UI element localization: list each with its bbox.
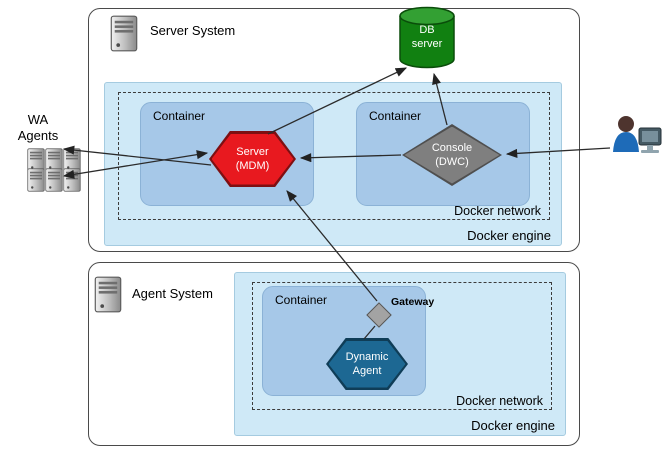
dynamic-agent-hexagon-fill: Dynamic Agent — [328, 340, 406, 388]
server-stack-icon — [27, 168, 45, 192]
mdm-label: Server (MDM) — [235, 145, 270, 172]
docker-network-label: Docker network — [456, 394, 543, 408]
person-at-computer-icon — [613, 116, 662, 153]
mdm-hexagon-fill: Server (MDM) — [211, 133, 294, 185]
dynamic-agent-hexagon: Dynamic Agent — [326, 338, 408, 390]
db-server-label: DB server — [411, 24, 443, 51]
container-label: Container — [153, 109, 206, 123]
dynamic-agent-label: Dynamic Agent — [345, 350, 389, 377]
wa-agents-label: WA Agents — [17, 112, 59, 144]
docker-network-label: Docker network — [454, 204, 541, 218]
server-system-title: Server System — [150, 23, 236, 38]
console-label: Console (DWC) — [431, 141, 473, 168]
mdm-hexagon: Server (MDM) — [209, 131, 296, 187]
container-label: Container — [369, 109, 422, 123]
container-label: Container — [275, 293, 328, 307]
server-stack-icon — [63, 168, 81, 192]
server-tower-icon — [94, 276, 122, 313]
database-cylinder-icon — [399, 6, 455, 69]
docker-network-region-agent: Docker network — [252, 282, 552, 410]
server-tower-icon — [110, 15, 138, 52]
agent-system-title: Agent System — [132, 286, 213, 301]
docker-engine-label: Docker engine — [467, 228, 551, 243]
server-stack-icon — [45, 168, 63, 192]
gateway-label: Gateway — [391, 296, 435, 308]
docker-engine-label: Docker engine — [471, 418, 555, 433]
